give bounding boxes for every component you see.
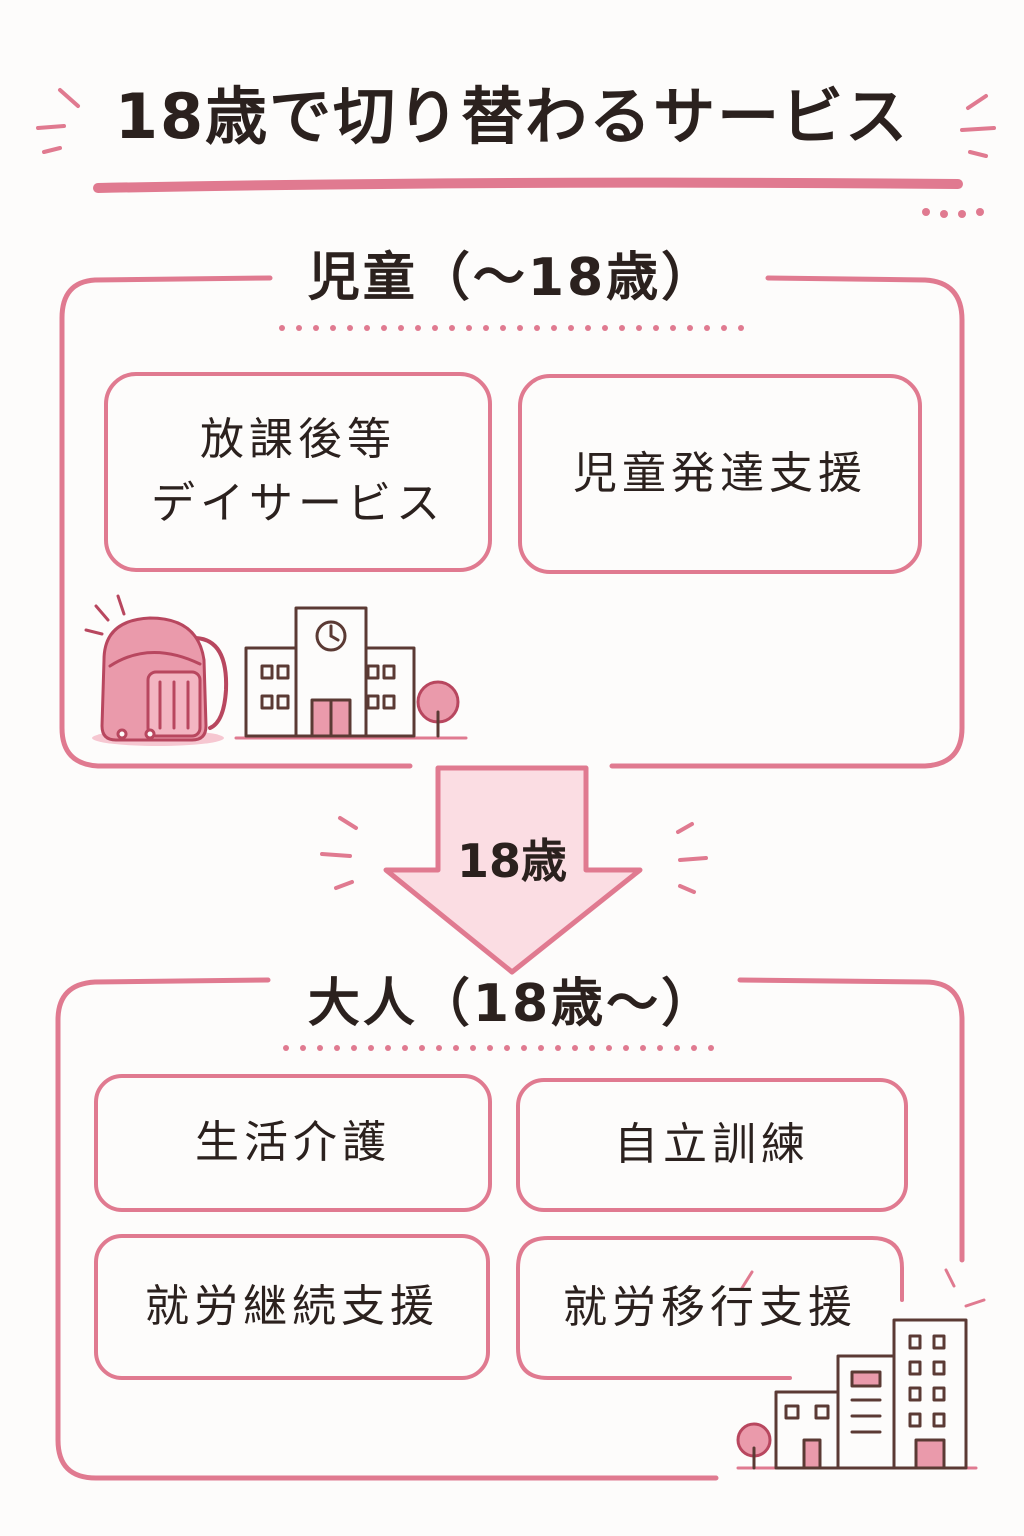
title-left-sparkle-icon bbox=[36, 88, 80, 154]
service-label-independence-training: 自立訓練 bbox=[614, 1119, 810, 1171]
service-box-after-school bbox=[104, 372, 492, 572]
page-title: 18歳で切り替わるサービス bbox=[114, 80, 910, 153]
transition-arrow-icon bbox=[383, 765, 643, 975]
office-buildings-icon bbox=[736, 1268, 986, 1470]
service-label-after-school-day-service: 放課後等 デイサービス bbox=[151, 414, 445, 529]
children-section-frame bbox=[59, 275, 965, 769]
service-box-employment-transition bbox=[516, 1236, 904, 1380]
title-dots bbox=[922, 208, 984, 218]
arrow-left-sparkle-icon bbox=[320, 816, 358, 890]
service-label-life-care: 生活介護 bbox=[195, 1117, 391, 1169]
adults-heading-dots bbox=[283, 1045, 714, 1051]
service-box-life-care bbox=[94, 1074, 492, 1212]
title-right-sparkle-icon bbox=[960, 94, 996, 158]
adults-section-heading: 大人（18歳～） bbox=[307, 974, 717, 1034]
school-backpack-icon bbox=[84, 594, 229, 746]
tree-icon bbox=[416, 680, 460, 738]
transition-age-label: 18歳 bbox=[456, 834, 567, 888]
arrow-right-sparkle-icon bbox=[676, 822, 708, 894]
service-box-continued-employment bbox=[94, 1234, 490, 1380]
service-label-continued-employment-support: 就労継続支援 bbox=[145, 1281, 439, 1333]
children-heading-dots bbox=[279, 325, 744, 331]
service-box-child-development bbox=[518, 374, 922, 574]
adults-section-frame bbox=[55, 977, 965, 1481]
title-underline bbox=[93, 177, 963, 193]
children-section-heading: 児童（～18歳） bbox=[307, 248, 717, 308]
school-building-icon bbox=[234, 606, 468, 740]
service-label-child-development-support: 児童発達支援 bbox=[573, 448, 867, 500]
service-box-independence-training bbox=[516, 1078, 908, 1212]
service-label-employment-transition-support: 就労移行支援 bbox=[563, 1282, 857, 1334]
